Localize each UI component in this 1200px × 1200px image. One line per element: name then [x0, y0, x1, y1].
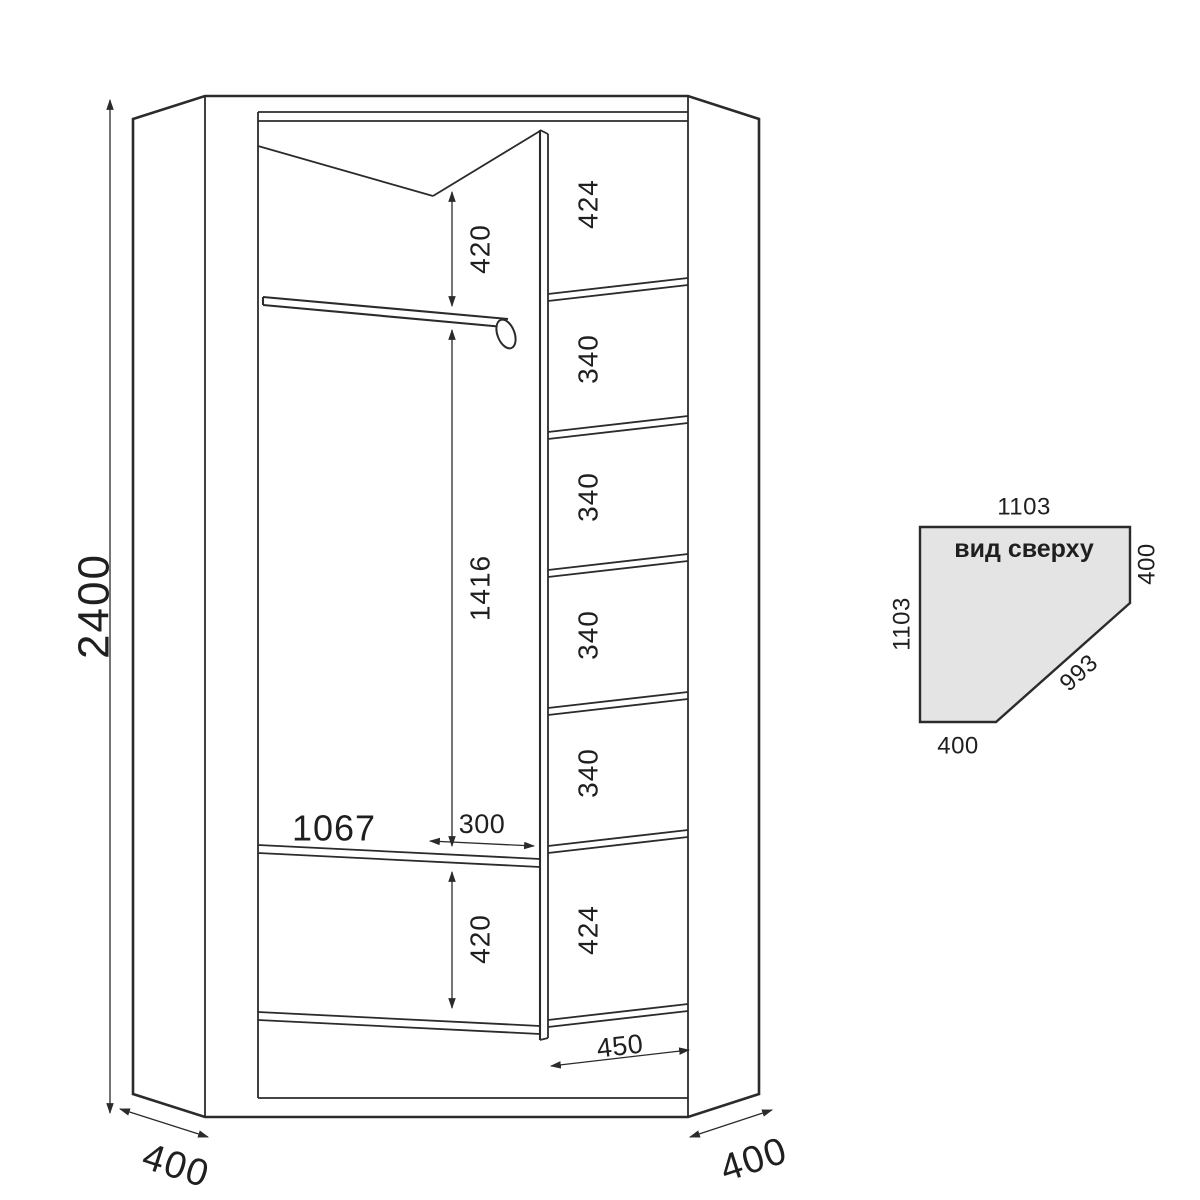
front-view: 2400 400 400 420 1416 420 1067 300 424 3… [70, 94, 793, 1196]
bottom-shelf-left [257, 1011, 541, 1035]
shelf-1-bottom-line [547, 284, 689, 302]
bottom-section-label: 420 [465, 914, 496, 964]
dimension-lines [106, 98, 774, 1138]
mid-shelf-bottom-line [257, 852, 541, 868]
top-view-caption: вид сверху [954, 535, 1094, 563]
shelf-3-bottom-line [547, 560, 689, 578]
rod-end-cap [495, 318, 517, 350]
divider-panel [538, 129, 549, 1041]
top-section-label: 420 [465, 224, 496, 274]
column-section-6-label: 424 [573, 905, 604, 955]
divider-top-cap [539, 129, 549, 135]
shelf-1-top-line [547, 277, 689, 295]
shelf-offset-label: 300 [459, 809, 506, 839]
bottom-shelf-width-label: 450 [595, 1028, 645, 1063]
cabinet-structure [204, 96, 689, 1117]
shelf-column [547, 277, 689, 1028]
dim-line-right-depth [688, 1109, 774, 1138]
divider-bottom-cap [539, 1037, 549, 1041]
shelf-4-bottom-line [547, 698, 689, 716]
dim-line-shelf-offset [428, 837, 536, 850]
top-view-left-height-label: 1103 [889, 597, 916, 651]
rod-top-line [262, 295, 509, 321]
rod-bottom-line [262, 303, 505, 329]
column-section-5-label: 340 [573, 748, 604, 798]
top-view-top-width-label: 1103 [997, 494, 1051, 521]
cabinet-outline-path [131, 94, 761, 1119]
shelf-3-top-line [547, 553, 689, 571]
middle-section-label: 1416 [465, 555, 496, 621]
column-section-1-label: 424 [573, 179, 604, 229]
shelf-5-top-line [547, 829, 689, 847]
shelf-width-label: 1067 [292, 808, 376, 849]
right-depth-label: 400 [715, 1130, 793, 1191]
overall-height-label: 2400 [70, 553, 119, 659]
bottom-shelf-top-line [257, 1011, 541, 1027]
shelf-6-bottom-line [547, 1010, 689, 1028]
back-corner-edge-right [432, 130, 541, 197]
dimension-labels: 2400 400 400 420 1416 420 1067 300 424 3… [70, 179, 793, 1196]
dim-line-left-depth [118, 1108, 210, 1138]
cabinet-outline [131, 94, 761, 1119]
shelf-4-top-line [547, 691, 689, 709]
bottom-shelf-bottom-line [257, 1019, 541, 1035]
back-corner-edge-left [257, 145, 434, 197]
mid-shelf [257, 844, 541, 868]
top-view-shape [918, 525, 1132, 724]
shelf-2-top-line [547, 415, 689, 433]
shelf-6-top-line [547, 1003, 689, 1021]
top-view-right-depth-label: 400 [1134, 543, 1161, 585]
column-section-2-label: 340 [573, 334, 604, 384]
dim-line-bottom-shelf-width [549, 1047, 691, 1069]
mid-shelf-top-line [257, 844, 541, 860]
shelf-5-bottom-line [547, 836, 689, 854]
hanging-rod [261, 295, 517, 350]
top-view: вид сверху 1103 400 1103 993 400 [889, 494, 1161, 760]
top-view-bottom-depth-label: 400 [937, 733, 979, 760]
column-section-3-label: 340 [573, 472, 604, 522]
column-section-4-label: 340 [573, 610, 604, 660]
left-depth-label: 400 [137, 1136, 215, 1197]
shelf-2-bottom-line [547, 422, 689, 440]
